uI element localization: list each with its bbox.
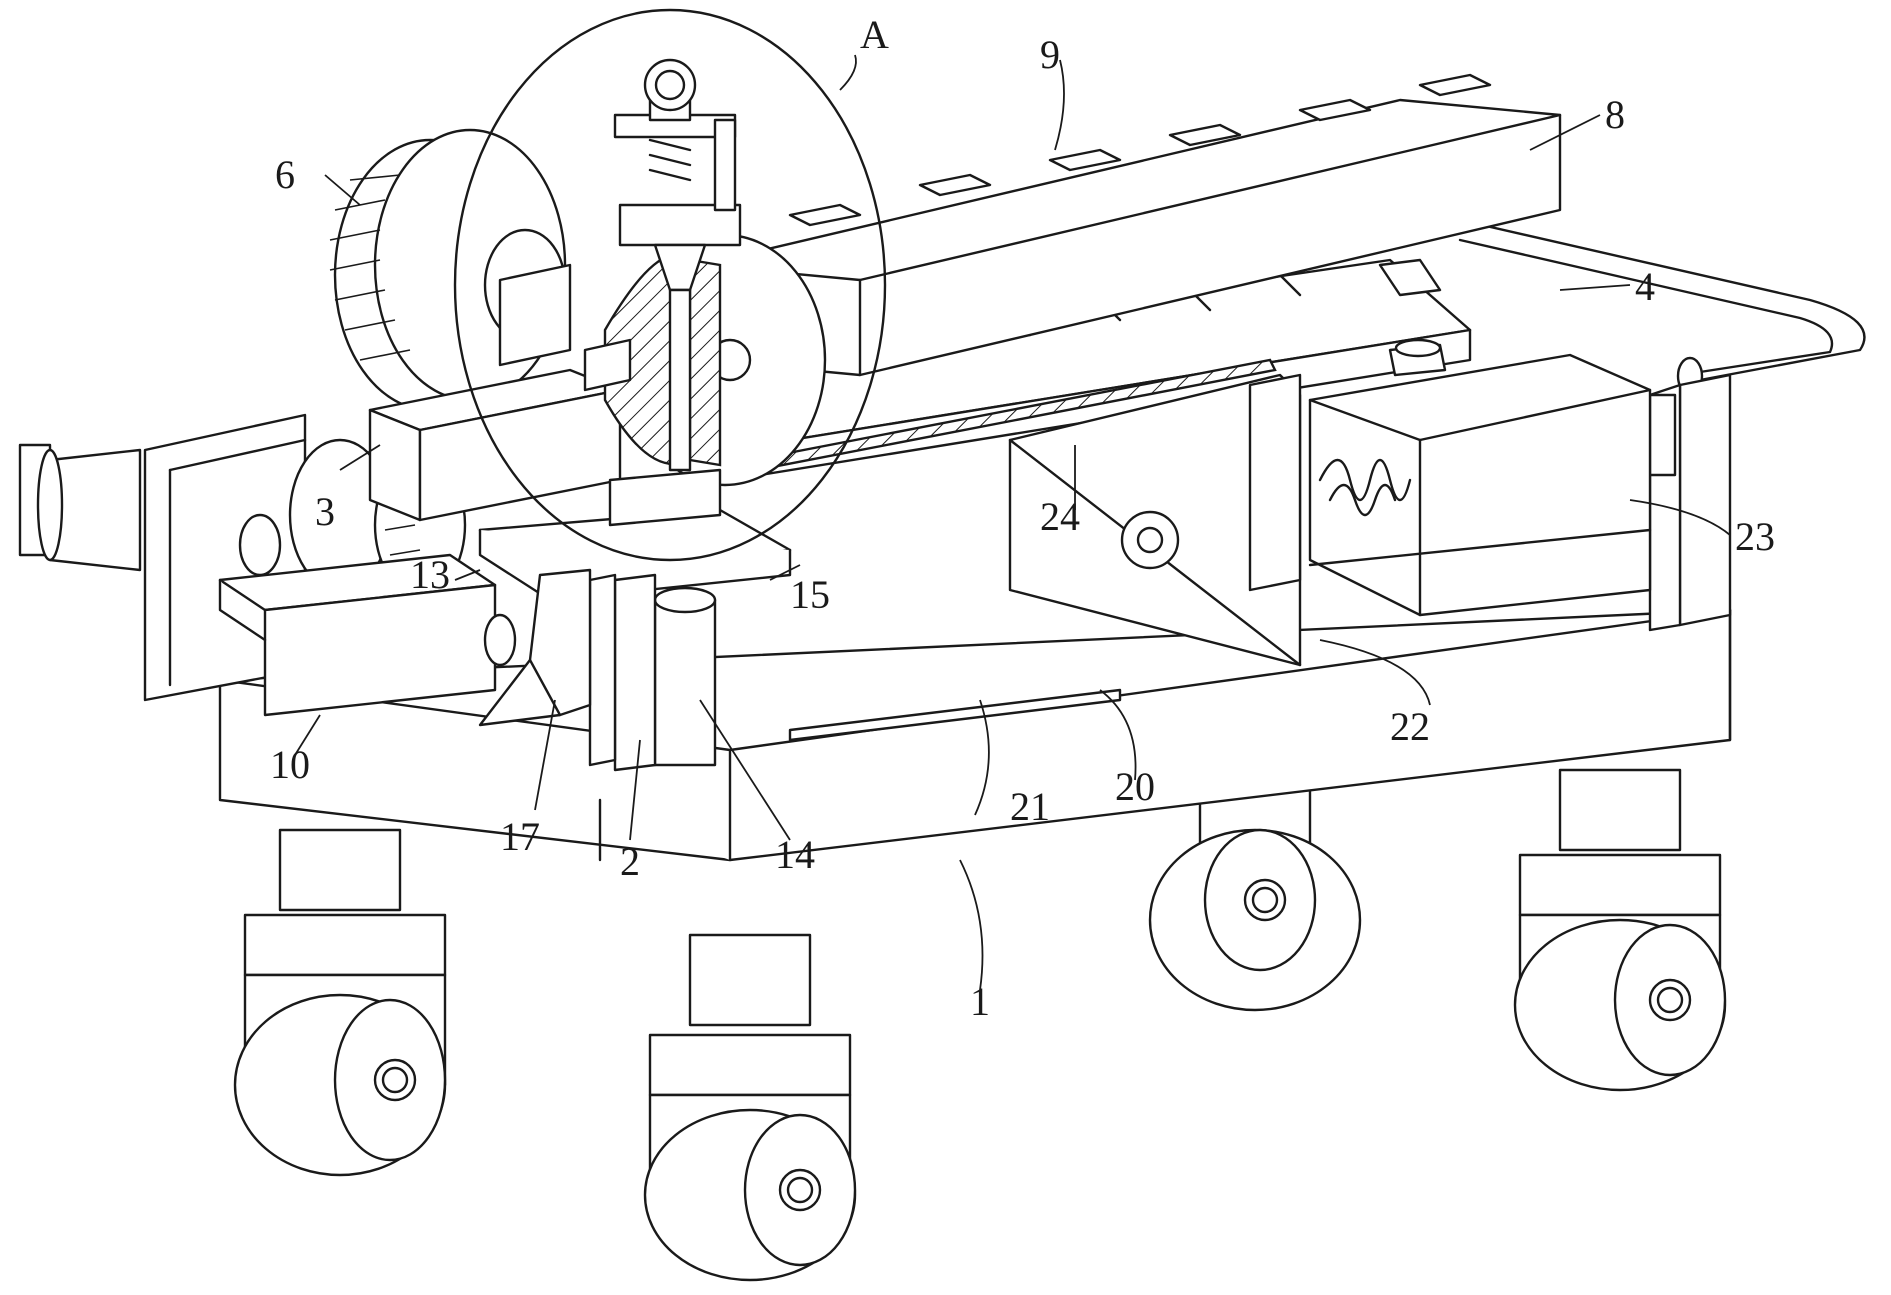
label-6: 6: [275, 152, 295, 197]
label-1: 1: [970, 979, 990, 1024]
label-15: 15: [790, 572, 830, 617]
leader-lines: [294, 54, 1731, 991]
label-a: A: [860, 12, 889, 57]
label-8: 8: [1605, 92, 1625, 137]
label-14: 14: [775, 832, 815, 877]
bolt-head: [1388, 338, 1447, 377]
label-17: 17: [500, 814, 540, 859]
bearing-block-3: [368, 368, 622, 522]
label-9: 9: [1040, 32, 1060, 77]
label-2: 2: [620, 839, 640, 884]
label-21: 21: [1010, 784, 1050, 829]
clamp-block: [1008, 373, 1302, 667]
cutting-blade-17: [478, 568, 592, 727]
label-24: 24: [1040, 494, 1080, 539]
right-end-plate: [1648, 373, 1732, 632]
support-2: [588, 573, 657, 772]
beam-blocks: [788, 73, 1492, 227]
caster-back-middle: [1148, 788, 1362, 1012]
caster-front-left: [643, 933, 857, 1282]
hatched-cross-section: [583, 253, 722, 467]
post-14: [653, 586, 717, 767]
label-4: 4: [1635, 264, 1655, 309]
label-10: 10: [270, 742, 310, 787]
detail-circle-a: [453, 8, 887, 562]
caster-back-left: [233, 828, 447, 1177]
plunger-assembly: [613, 58, 742, 472]
label-22: 22: [1390, 704, 1430, 749]
label-3: 3: [315, 489, 335, 534]
spring-housing: [1308, 353, 1652, 617]
slide-rail: [788, 688, 1122, 742]
label-13: 13: [410, 552, 450, 597]
caster-back-right: [1513, 768, 1727, 1092]
compression-spring: [1318, 458, 1412, 517]
callout-labels: A 9 8 6 4 3 24 23 13 15 22 10 20 21 17 2…: [270, 12, 1775, 1024]
label-23: 23: [1735, 514, 1775, 559]
hydraulic-cylinder: [18, 443, 142, 572]
label-20: 20: [1115, 764, 1155, 809]
lever-arm-10: [218, 553, 517, 717]
